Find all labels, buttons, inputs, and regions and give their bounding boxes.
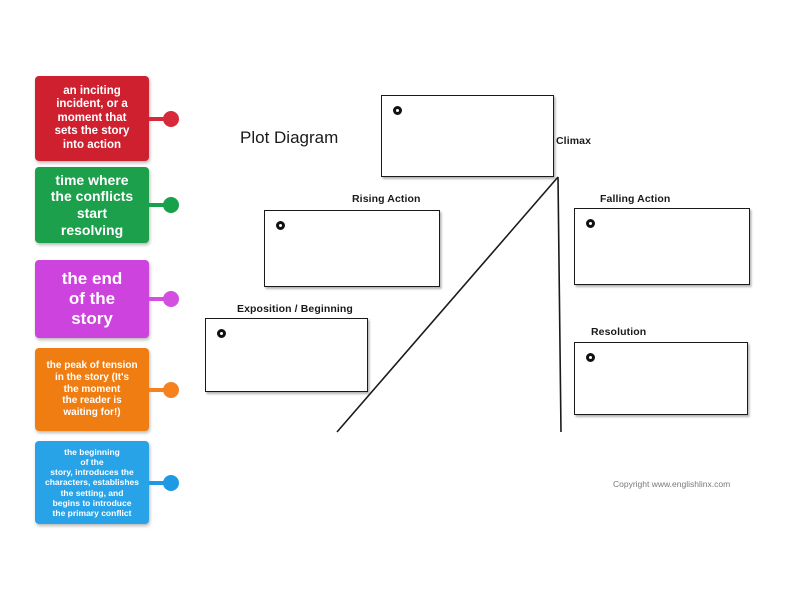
callout-knob-exposition-desc[interactable] (163, 474, 179, 491)
box-label-resolution: Resolution (591, 326, 647, 338)
callout-climax-desc[interactable]: the peak of tension in the story (It's t… (35, 348, 149, 431)
copyright-notice: Copyright www.englishlinx.com (613, 479, 731, 489)
answer-box-exposition[interactable] (205, 318, 368, 392)
callout-knob-inciting-incident[interactable] (163, 110, 179, 127)
circle-bullet-icon (217, 329, 226, 338)
circle-bullet-icon (276, 221, 285, 230)
page-title: Plot Diagram (240, 128, 339, 147)
box-label-rising: Rising Action (352, 193, 421, 205)
callout-connector-climax-desc (149, 387, 165, 392)
callout-connector-resolution-desc (149, 297, 165, 301)
callout-connector-falling-action-desc (149, 203, 165, 207)
callout-inciting-incident[interactable]: an inciting incident, or a moment that s… (35, 76, 149, 161)
callout-knob-falling-action-desc[interactable] (163, 197, 179, 213)
falling-action-line (557, 176, 562, 433)
box-label-exposition: Exposition / Beginning (237, 303, 353, 315)
callout-connector-inciting-incident (149, 116, 165, 121)
circle-bullet-icon (393, 106, 402, 115)
answer-box-rising[interactable] (264, 210, 440, 287)
callout-exposition-desc[interactable]: the beginning of the story, introduces t… (35, 441, 149, 524)
circle-bullet-icon (586, 219, 595, 228)
answer-box-climax[interactable] (381, 95, 554, 177)
answer-box-resolution[interactable] (574, 342, 748, 415)
box-label-falling: Falling Action (600, 193, 671, 205)
callout-knob-resolution-desc[interactable] (163, 291, 179, 307)
answer-box-falling[interactable] (574, 208, 750, 285)
box-label-climax: Climax (556, 135, 592, 147)
callout-falling-action-desc[interactable]: time where the conflicts start resolving (35, 167, 149, 243)
callout-resolution-desc[interactable]: the end of the story (35, 260, 149, 338)
callout-connector-exposition-desc (149, 480, 165, 485)
circle-bullet-icon (586, 353, 595, 362)
callout-knob-climax-desc[interactable] (163, 381, 179, 398)
